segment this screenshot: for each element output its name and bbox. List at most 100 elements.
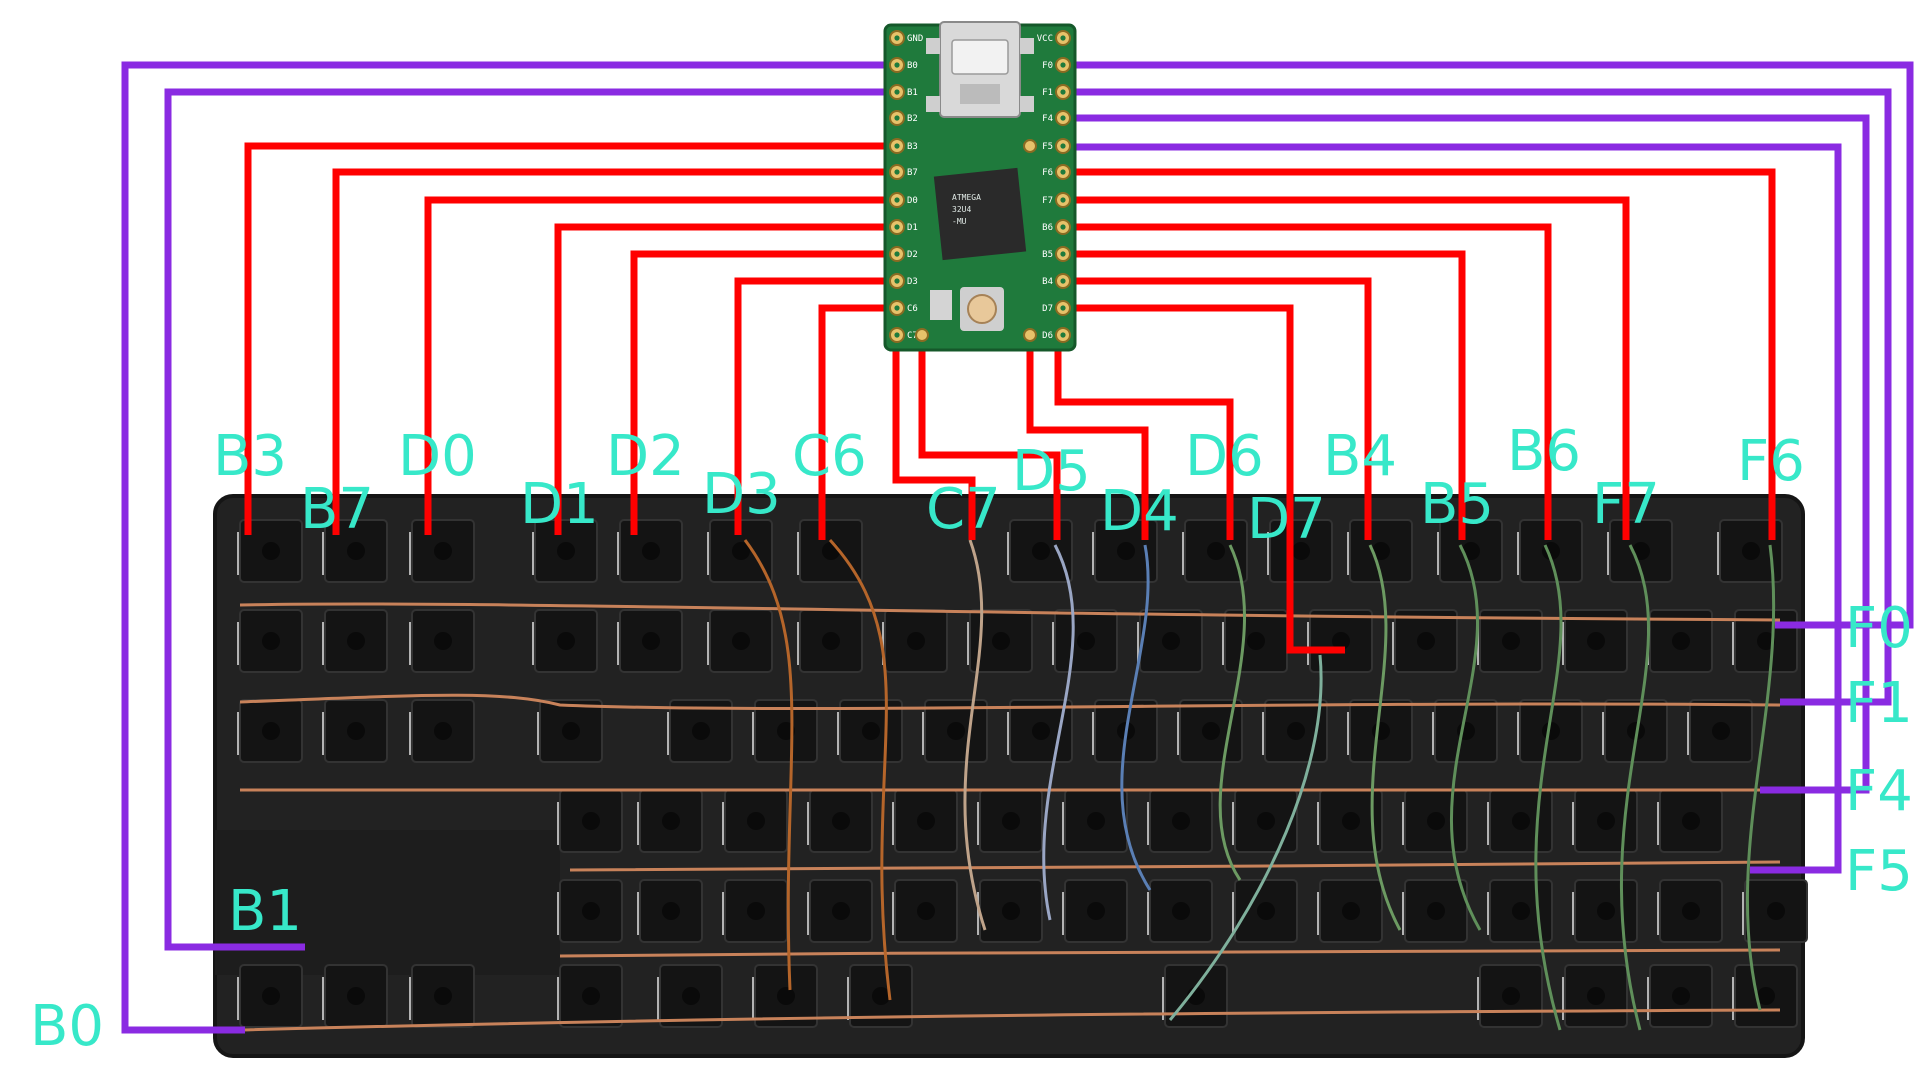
label-f5: F5 [1845, 839, 1913, 904]
label-d5: D5 [1012, 439, 1091, 504]
key-switch [1062, 789, 1128, 853]
key-switch [237, 699, 303, 763]
key-switch [1717, 519, 1783, 583]
board-pin-label: B7 [907, 168, 918, 178]
wire-f5 [1057, 143, 1842, 874]
board-pin: B6 [1042, 219, 1071, 235]
key-switch [1657, 789, 1723, 853]
copper-row-wires [239, 602, 1781, 1032]
key-switch [617, 519, 683, 583]
board-pin: F4 [1042, 110, 1071, 126]
key-switch [537, 699, 603, 763]
key-switch [532, 519, 598, 583]
key-switch [1477, 609, 1543, 673]
key-switch [322, 699, 388, 763]
key-switch [237, 964, 303, 1028]
label-b6: B6 [1507, 419, 1581, 484]
key-switch [1007, 519, 1073, 583]
key-switch [1742, 879, 1808, 943]
key-switch [1572, 879, 1638, 943]
key-switch [1687, 699, 1753, 763]
key-switch [409, 519, 475, 583]
board-pin: GND [889, 30, 923, 46]
board-pin: D1 [889, 219, 918, 235]
board-pin-label: C7 [907, 331, 918, 341]
label-b1: B1 [228, 879, 302, 944]
key-switch [1732, 964, 1798, 1028]
board-pin: B4 [1042, 273, 1071, 289]
label-f6: F6 [1737, 429, 1805, 494]
label-d2: D2 [606, 424, 685, 489]
key-switch [1267, 519, 1333, 583]
key-switch [1222, 609, 1288, 673]
board-pin-label: B6 [1042, 223, 1053, 233]
key-switch [1262, 699, 1328, 763]
board-pin-label: F5 [1042, 142, 1053, 152]
wire-b6 [1057, 223, 1552, 540]
key-switch [892, 789, 958, 853]
board-pin-label: B0 [907, 61, 918, 71]
chip-line-2: 32U4 [952, 205, 971, 214]
wire-d1 [554, 223, 903, 535]
key-switch [237, 609, 303, 673]
board-pin: F6 [1042, 164, 1071, 180]
label-c7: C7 [926, 477, 1001, 542]
board-pin-label: D7 [1042, 304, 1053, 314]
label-f7: F7 [1592, 472, 1660, 537]
key-switch [892, 879, 958, 943]
key-switch [557, 879, 623, 943]
board-pin-label: D6 [1042, 331, 1053, 341]
key-switch [1232, 879, 1298, 943]
wire-b3 [244, 142, 903, 535]
board-pin: D3 [889, 273, 918, 289]
key-switch [722, 789, 788, 853]
wire-b4 [1057, 277, 1372, 540]
key-switch [967, 609, 1033, 673]
board-pin-label: B3 [907, 142, 918, 152]
board-pin: F0 [1042, 57, 1071, 73]
board-pin: B1 [889, 84, 918, 100]
row-wiring [244, 142, 1776, 654]
key-switch [1317, 879, 1383, 943]
key-switch [722, 879, 788, 943]
key-switch [1392, 609, 1458, 673]
board-pin: B3 [889, 138, 918, 154]
key-switch [532, 609, 598, 673]
key-switch [977, 879, 1043, 943]
key-switch [807, 879, 873, 943]
key-switch [1657, 879, 1723, 943]
label-c6: C6 [792, 424, 867, 489]
key-switch [977, 789, 1043, 853]
key-switch [667, 699, 733, 763]
key-switch [1562, 964, 1628, 1028]
board-inner-pin [915, 328, 929, 342]
key-switch [1402, 879, 1468, 943]
label-d6: D6 [1185, 424, 1264, 489]
key-switch [752, 699, 818, 763]
board-pin-label: F7 [1042, 196, 1053, 206]
key-switch [1137, 609, 1203, 673]
label-d7: D7 [1247, 487, 1326, 552]
board-pin: C7 [889, 327, 918, 343]
key-switch [1347, 699, 1413, 763]
column-wiring [121, 61, 1914, 1034]
key-switch [637, 789, 703, 853]
board-pin: B0 [889, 57, 918, 73]
teensy-board: ATMEGA 32U4 -MU GNDB0B1B2B3B7D0D1D2D3C6C… [883, 21, 1077, 352]
microcontroller-chip-icon: ATMEGA 32U4 -MU [933, 167, 1027, 261]
board-pin: F5 [1042, 138, 1071, 154]
board-pin: B2 [889, 110, 918, 126]
key-switch [1052, 609, 1118, 673]
board-pin: VCC [1037, 30, 1071, 46]
wire-d6 [1054, 335, 1234, 540]
wire-d0 [424, 196, 903, 535]
chip-line-1: ATMEGA [952, 193, 981, 202]
column-wires-on-board [743, 538, 1776, 1031]
key-switch [1147, 879, 1213, 943]
wire-f4 [1057, 114, 1870, 794]
label-b0: B0 [30, 994, 104, 1059]
key-switch [707, 609, 773, 673]
key-switch [1162, 964, 1228, 1028]
key-switch [322, 519, 388, 583]
key-switch [617, 609, 683, 673]
